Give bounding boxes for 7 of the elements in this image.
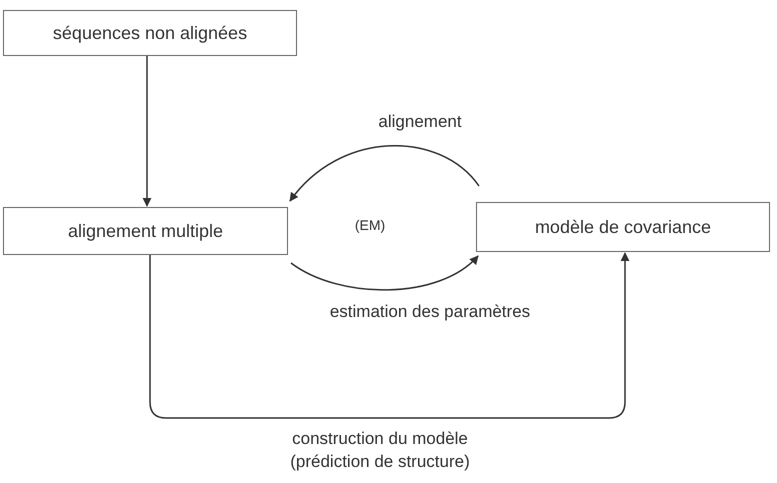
arrow [290, 255, 479, 291]
arrow [289, 145, 480, 202]
arrow [142, 56, 152, 207]
process-box: modèle de covariance [476, 202, 770, 252]
process-box: alignement multiple [3, 207, 288, 255]
arrow [149, 252, 630, 419]
process-box: séquences non alignées [3, 10, 297, 56]
